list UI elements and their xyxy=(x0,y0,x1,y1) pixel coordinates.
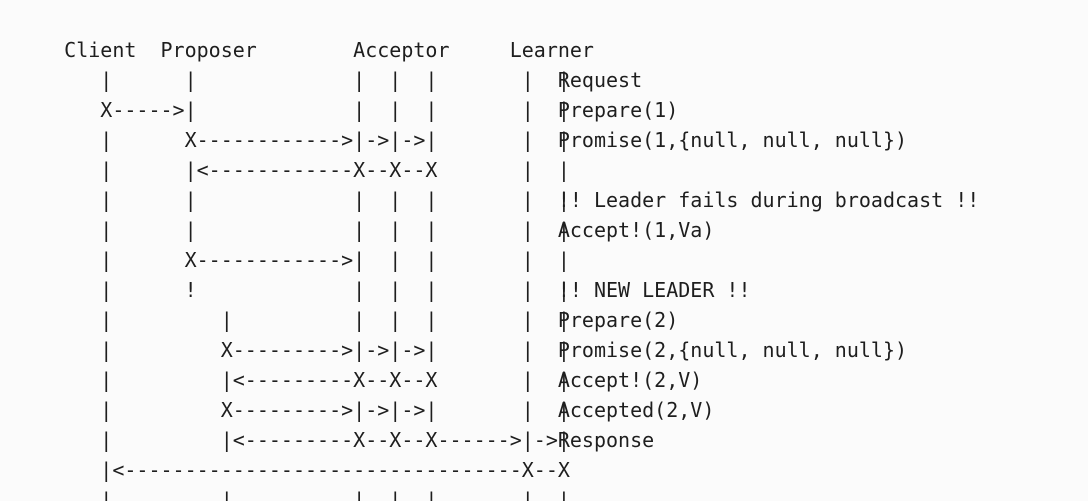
lifelines-row: | | | | | | | xyxy=(16,455,1088,501)
ascii-art: | X--------->|->|->| | | xyxy=(64,338,570,362)
row-response: |<---------------------------------X--X … xyxy=(16,425,1088,482)
ascii-art: | | | | | | | xyxy=(64,188,570,212)
row-accepted: | |<---------X--X--X------>|->| Accepted… xyxy=(16,395,1088,452)
row-proposer-failed: | ! | | | | | xyxy=(16,245,1088,302)
ascii-art: | ! | | | | | xyxy=(64,278,570,302)
ascii-art: | X------------>| | | | | xyxy=(64,248,570,272)
message-label: Promise(2,{null, null, null}) xyxy=(557,338,908,362)
column-headers-text: Client Proposer Acceptor Learner xyxy=(64,38,594,62)
ascii-art: | X------------>|->|->| | | xyxy=(64,128,570,152)
ascii-art: | | | | | | | xyxy=(64,488,570,501)
message-label: Accept!(1,Va) xyxy=(557,218,715,242)
message-label: Request xyxy=(557,68,643,92)
message-label: Accept!(2,V) xyxy=(557,368,703,392)
column-header-row: Client Proposer Acceptor Learner xyxy=(16,5,1088,62)
ascii-art: | |<---------X--X--X------>|->| xyxy=(64,428,570,452)
ascii-art: | | | | | | | xyxy=(64,218,570,242)
row-leader-fails-note: | | | | | | | !! Leader fails during bro… xyxy=(16,185,1088,242)
message-label: Accepted(2,V) xyxy=(557,398,715,422)
ascii-art: |<---------------------------------X--X xyxy=(64,458,570,482)
row-promise-2: | |<---------X--X--X | | Promise(2,{null… xyxy=(16,335,1088,392)
row-promise-1: | |<------------X--X--X | | Promise(1,{n… xyxy=(16,125,1088,182)
message-label: Promise(1,{null, null, null}) xyxy=(557,128,908,152)
paxos-sequence-diagram: Client Proposer Acceptor Learner | | | |… xyxy=(16,5,1088,501)
row-prepare-1: | X------------>|->|->| | | Prepare(1) xyxy=(16,95,1088,152)
row-prepare-2: | X--------->|->|->| | | Prepare(2) xyxy=(16,305,1088,362)
annotation-label: !! Leader fails during broadcast !! xyxy=(557,188,980,212)
message-label: Prepare(2) xyxy=(557,308,679,332)
message-label: Prepare(1) xyxy=(557,98,679,122)
annotation-label: !! NEW LEADER !! xyxy=(557,278,751,302)
row-request: X----->| | | | | | Request xyxy=(16,65,1088,122)
ascii-art: | | | | | | | xyxy=(64,308,570,332)
lifelines-row: | | | | | | | xyxy=(16,155,1088,212)
row-accept-1: | X------------>| | | | | Accept!(1,Va) xyxy=(16,215,1088,272)
ascii-art: | |<------------X--X--X | | xyxy=(64,158,570,182)
row-new-leader-note: | | | | | | | !! NEW LEADER !! xyxy=(16,275,1088,332)
ascii-art: | | | | | | | xyxy=(64,68,570,92)
lifelines-row: | | | | | | | xyxy=(16,35,1088,92)
row-accept-2: | X--------->|->|->| | | Accept!(2,V) xyxy=(16,365,1088,422)
ascii-art: | X--------->|->|->| | | xyxy=(64,398,570,422)
ascii-art: | |<---------X--X--X | | xyxy=(64,368,570,392)
message-label: Response xyxy=(557,428,655,452)
ascii-art: X----->| | | | | | xyxy=(64,98,570,122)
